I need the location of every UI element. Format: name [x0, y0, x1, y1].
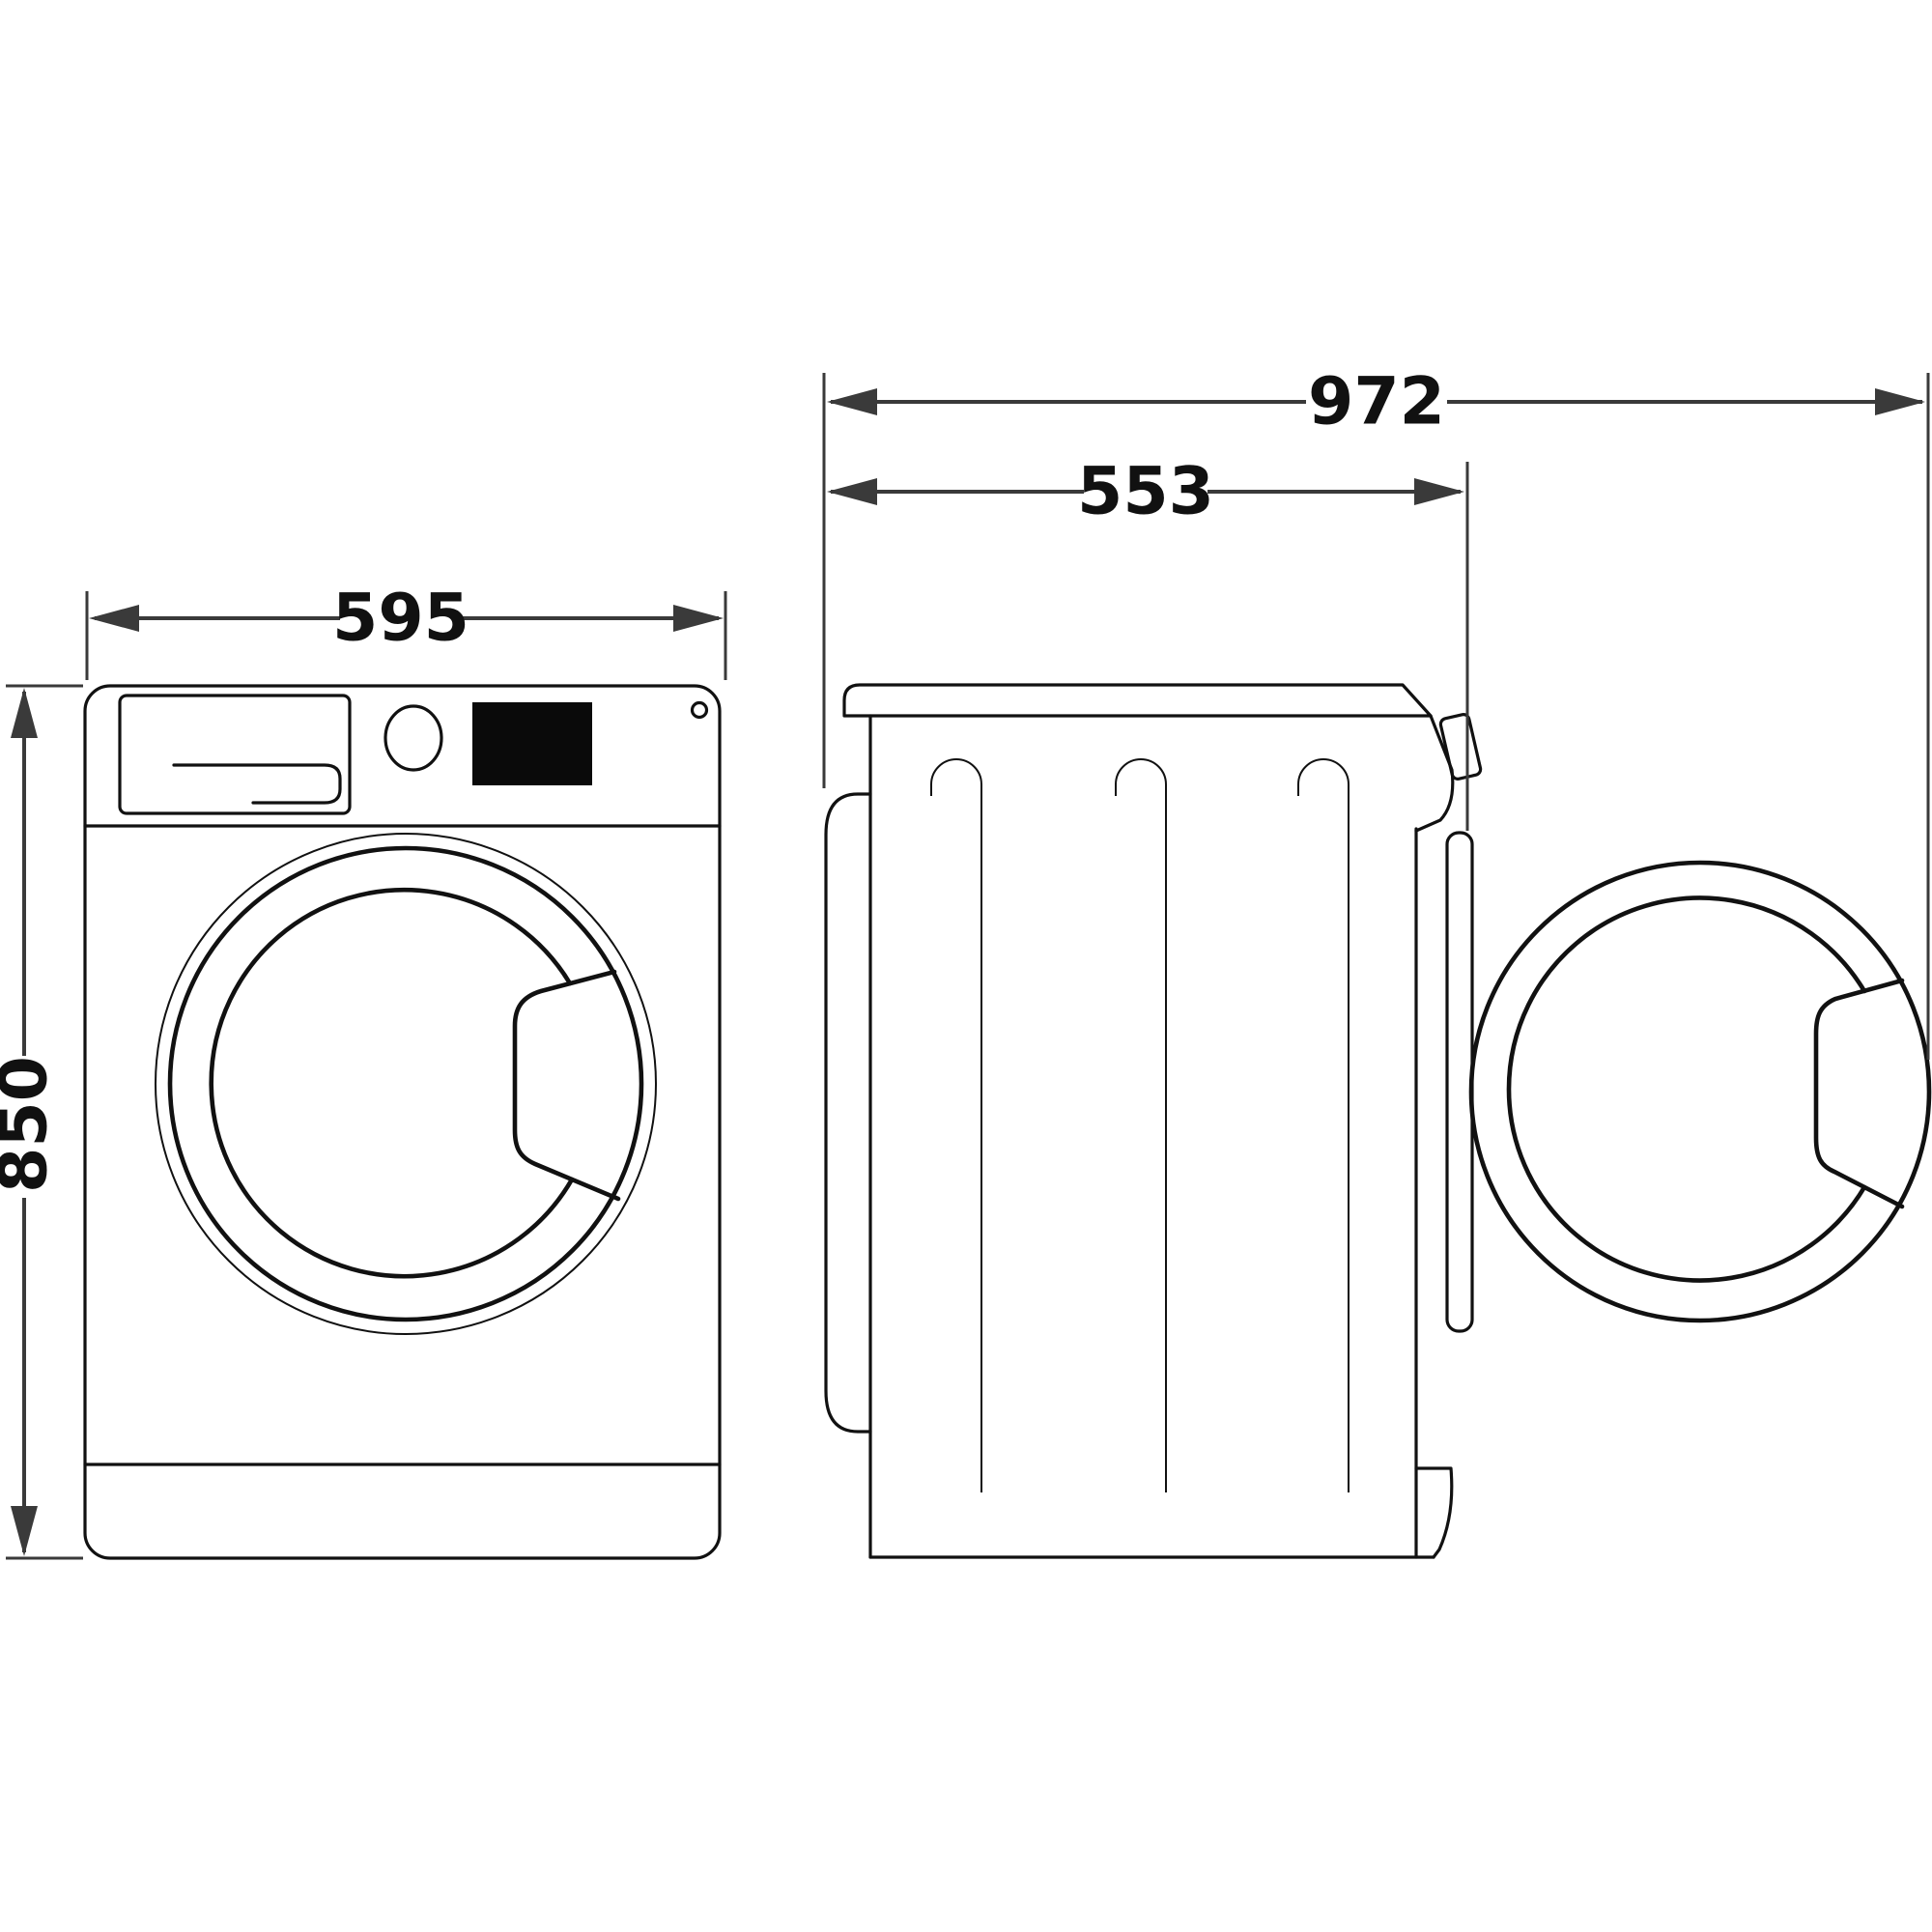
- dimension-height-value: 850: [0, 1056, 63, 1193]
- dimension-width: 595: [85, 581, 727, 680]
- arrow-right-icon: [673, 605, 724, 632]
- dimension-depth-body: 553: [827, 454, 1469, 831]
- arrow-left-icon: [827, 388, 877, 415]
- side-control-fascia: [1414, 714, 1455, 833]
- door-outer-rim: [155, 833, 657, 1335]
- door-ring: [167, 845, 644, 1322]
- dimension-width-value: 595: [332, 581, 469, 657]
- program-knob: [384, 704, 443, 772]
- arrow-down-icon: [11, 1506, 38, 1556]
- rear-bumper: [824, 792, 872, 1434]
- side-top-lid: [842, 683, 1433, 718]
- front-body: [83, 684, 722, 1560]
- dimension-depth-body-value: 553: [1077, 454, 1214, 530]
- side-view: [824, 683, 1932, 1559]
- arrow-left-icon: [827, 478, 877, 505]
- side-panel-grooves: [930, 758, 1350, 1492]
- open-door-window: [1506, 895, 1867, 1283]
- arrow-left-icon: [89, 605, 139, 632]
- detergent-drawer: [118, 694, 352, 815]
- open-door-ring: [1468, 860, 1932, 1323]
- groove-line: [1115, 758, 1167, 1492]
- groove-line: [930, 758, 982, 1492]
- arrow-right-icon: [1414, 478, 1464, 505]
- dimension-depth-total: 972: [822, 364, 1930, 1060]
- door-window: [209, 887, 575, 1279]
- dimension-depth-total-value: 972: [1308, 364, 1445, 440]
- display-screen: [472, 702, 592, 785]
- power-indicator: [690, 700, 709, 720]
- arrow-right-icon: [1875, 388, 1925, 415]
- arrow-up-icon: [11, 688, 38, 738]
- open-door-handle-recess: [1813, 978, 1905, 1209]
- front-view: [83, 684, 722, 1560]
- door-hinge-plate: [1445, 831, 1474, 1333]
- drawer-handle: [172, 763, 342, 805]
- door-handle-recess: [512, 969, 621, 1202]
- groove-line: [1297, 758, 1350, 1492]
- dimension-height: 850: [0, 684, 83, 1560]
- side-front-lower-profile: [1414, 1466, 1454, 1559]
- side-display: [1438, 713, 1483, 781]
- dimension-annotations: 595 850 972 553: [0, 364, 1930, 1560]
